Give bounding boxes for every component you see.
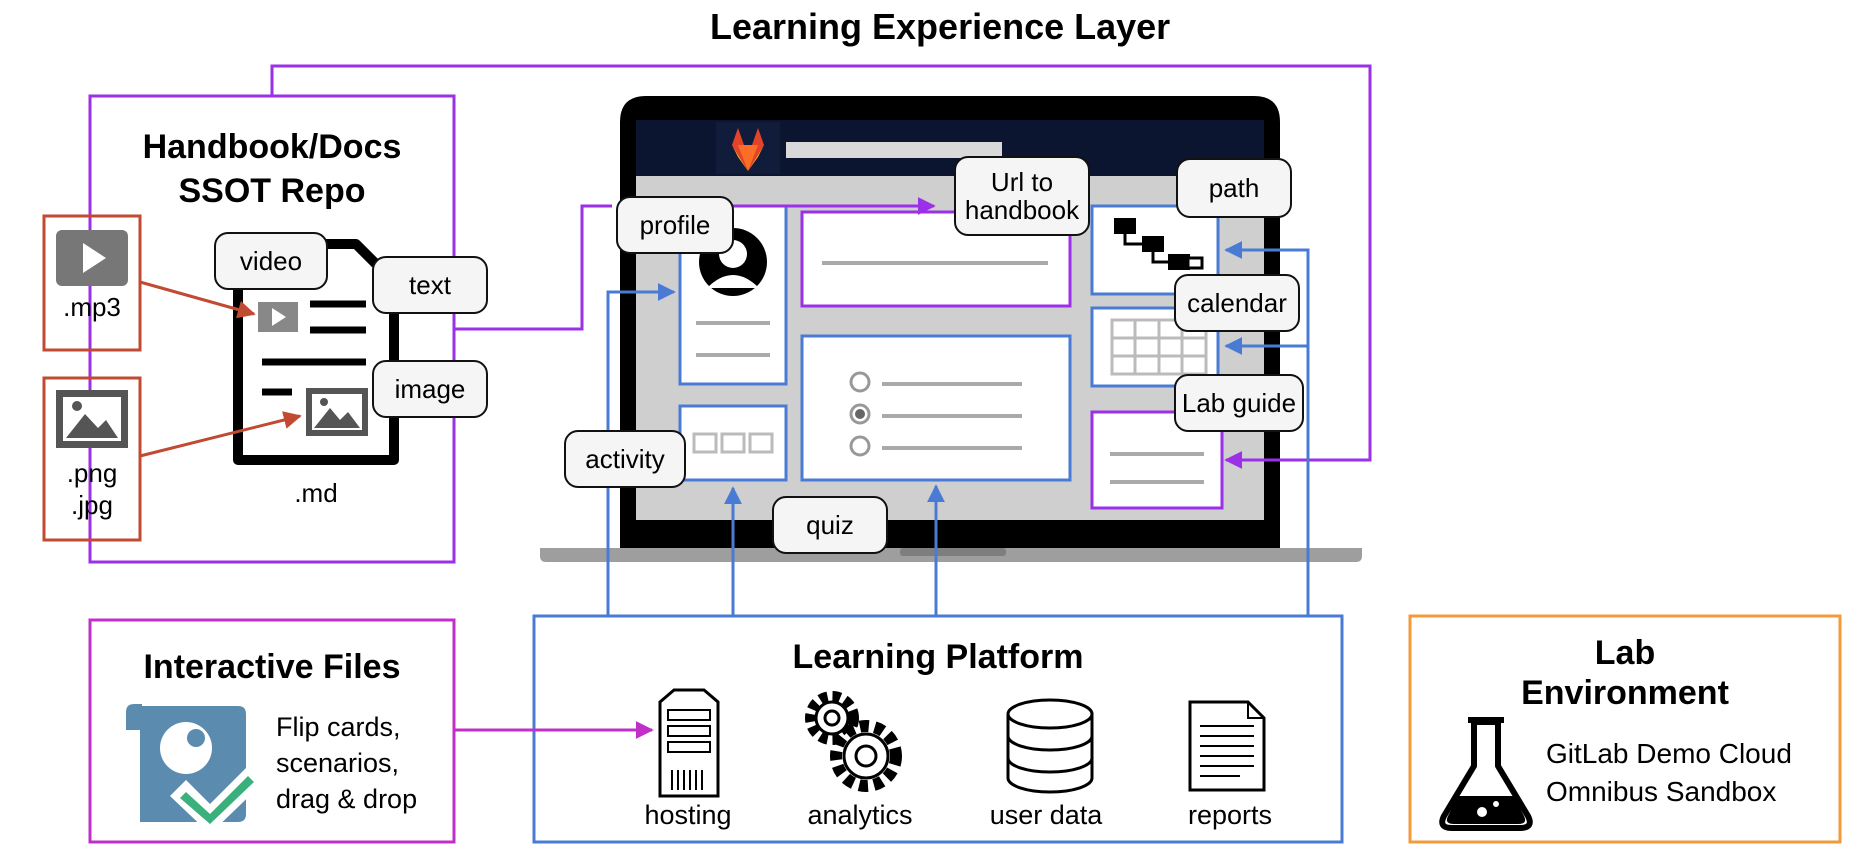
platform-item-user-data: user data [989,800,1103,830]
image-arrow [139,411,302,458]
path-arrow [1224,241,1310,616]
lab-line1: GitLab Demo Cloud [1546,738,1792,769]
platform-item-analytics: analytics [807,800,913,830]
lab-guide-bubble: Lab guide [1174,374,1304,432]
lab-flask-icon [1439,717,1533,831]
image-ext-label-1: .png [66,458,118,488]
search-bar-placeholder [786,142,1002,158]
interactive-desc-line3: drag & drop [276,784,418,814]
activity-panel [678,404,788,482]
text-bubble: text [372,256,488,314]
url-bubble: Url to handbook [954,156,1090,236]
interactive-desc-line1: Flip cards, [276,712,401,742]
image-icon [56,390,128,448]
platform-item-hosting: hosting [644,800,732,830]
reports-document-icon [1188,700,1266,792]
video-ext-label: .mp3 [63,292,121,322]
image-file-box [42,376,142,542]
calendar-grid-icon [1110,318,1208,376]
lab-title-line2: Environment [1521,674,1729,712]
diagram-title: Learning Experience Layer [710,6,1171,47]
interactive-file-icon [126,704,266,834]
interactive-files-title: Interactive Files [143,648,401,686]
calendar-bubble: calendar [1174,274,1300,332]
user-data-database-icon [1006,698,1094,794]
lab-guide-panel [1090,410,1224,510]
handbook-title-line1: Handbook/Docs [142,128,402,166]
video-arrow [139,280,256,319]
hosting-server-icon [658,688,720,798]
handbook-to-lab-guide-connector [270,64,1372,469]
image-bubble: image [372,360,488,418]
interactive-desc-line2: scenarios, [276,748,400,778]
platform-item-reports: reports [1187,800,1273,830]
path-icon [1114,218,1204,270]
gitlab-logo-icon [732,128,764,171]
screen-panels [678,204,1224,510]
lab-title-line1: Lab [1594,634,1656,672]
doc-ext-label: .md [294,478,338,508]
quiz-bubble: quiz [772,496,888,554]
markdown-document-icon [233,239,399,465]
activity-boxes-icon [692,432,774,454]
handbook-title-line2: SSOT Repo [178,172,366,210]
quiz-options-icon [849,371,1022,457]
lab-line2: Omnibus Sandbox [1546,776,1777,807]
quiz-panel [800,334,1072,482]
learning-platform-title: Learning Platform [792,638,1084,676]
lab-environment-box [1408,614,1842,844]
analytics-gears-icon [805,691,902,792]
activity-bubble: activity [564,430,686,488]
profile-bubble: profile [616,196,734,254]
image-ext-label-2: .jpg [71,490,113,520]
path-bubble: path [1176,158,1292,218]
profile-arrow [606,283,676,616]
video-bubble: video [214,232,328,290]
video-play-icon [56,230,128,286]
handbook-to-screen-connector [454,204,612,331]
